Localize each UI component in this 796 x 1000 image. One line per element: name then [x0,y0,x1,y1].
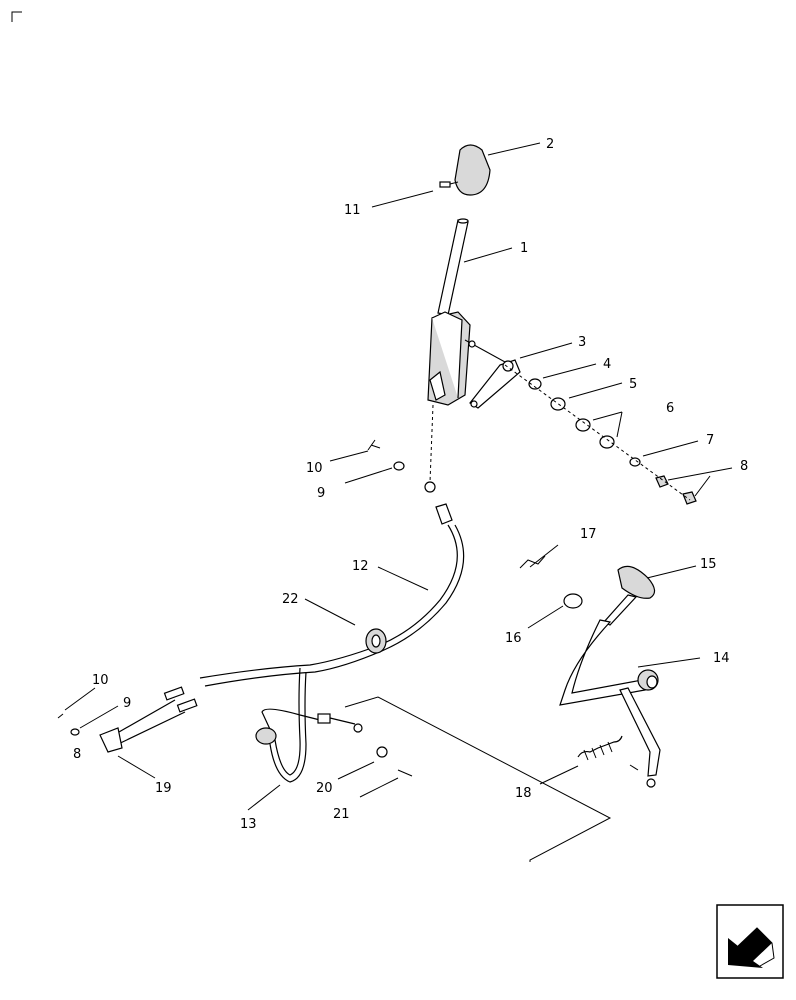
washers [528,378,697,505]
callout-9b: 9 [123,696,131,711]
grommet [365,628,387,654]
callout-14: 14 [713,651,730,666]
callout-11: 11 [344,203,361,218]
page-arrow-icon[interactable] [716,904,784,979]
shift-knob [454,144,491,196]
callout-19: 19 [155,781,172,796]
callout-1: 1 [520,241,528,256]
callout-13: 13 [240,817,257,832]
leader-lines [64,142,733,811]
callout-12: 12 [352,559,369,574]
lever-link [469,359,521,409]
washer-16 [563,593,583,609]
callout-3: 3 [578,335,586,350]
washer-20 [376,746,388,758]
clutch-cable [261,667,363,783]
callout-20: 20 [316,781,333,796]
callout-10b: 10 [92,673,109,688]
washer [393,461,405,471]
callout-6: 6 [666,401,674,416]
callout-8b: 8 [73,747,81,762]
knob-screw [439,181,459,188]
callout-8: 8 [740,459,748,474]
pedal-arm [559,594,661,788]
callout-22: 22 [282,592,299,607]
corner-mark-icon [11,11,22,22]
return-spring [577,735,623,761]
callout-10: 10 [306,461,323,476]
callout-15: 15 [700,557,717,572]
shift-cable [199,503,465,687]
pin-21 [397,769,413,777]
callout-4: 4 [603,357,611,372]
callout-21: 21 [333,807,350,822]
cable-bracket [99,727,123,753]
callout-2: 2 [546,137,554,152]
lever-bracket [427,311,506,406]
cotter-pin [367,439,381,451]
callout-17: 17 [580,527,597,542]
callout-16: 16 [505,631,522,646]
clutch-grommet [255,727,277,745]
bracket-hardware [57,713,80,736]
callout-7: 7 [706,433,714,448]
callout-5: 5 [629,377,637,392]
shift-lever [437,218,469,316]
pedal-pad [617,565,656,599]
callout-9: 9 [317,486,325,501]
cable-ends [104,686,198,749]
clip-17 [519,555,546,569]
callout-labels: 2 11 1 3 4 5 6 7 8 10 9 12 22 17 15 16 1… [73,137,748,832]
callout-18: 18 [515,786,532,801]
